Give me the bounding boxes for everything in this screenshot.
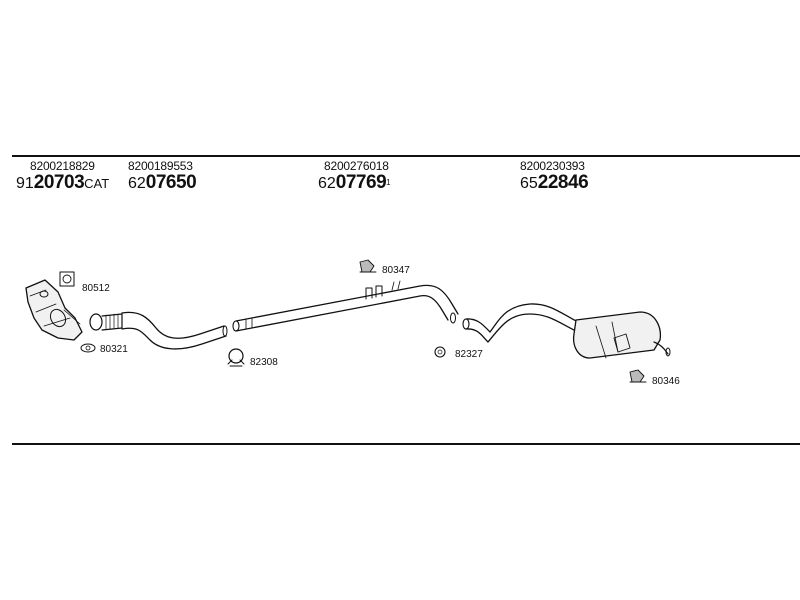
code-prefix: 62 (128, 175, 146, 192)
part-code: 6522846 (520, 172, 589, 194)
part-code: 6207650 (128, 172, 197, 194)
top-divider (12, 155, 800, 157)
part-label-80512: 80512 (82, 283, 110, 294)
seal-ring-icon (80, 343, 96, 353)
oem-number: 8200189553 (128, 159, 193, 173)
oem-number: 8200276018 (324, 159, 389, 173)
code-prefix: 91 (16, 175, 34, 192)
code-main: 07769 (335, 172, 387, 193)
part-label-80346: 80346 (652, 376, 680, 387)
part-label-82308: 82308 (250, 357, 278, 368)
oem-number: 8200230393 (520, 159, 585, 173)
code-suffix: CAT (84, 176, 110, 191)
part-label-80321: 80321 (100, 344, 128, 355)
code-prefix: 62 (318, 175, 336, 192)
hanger-icon (629, 369, 647, 383)
bottom-divider (12, 443, 800, 445)
part-column-1: 8200218829 9120703CAT (16, 159, 109, 194)
code-main: 22846 (537, 172, 589, 193)
catalytic-converter-icon (25, 279, 83, 341)
code-suffix: 1 (386, 178, 391, 187)
front-pipe-icon (89, 311, 228, 350)
part-label-80347: 80347 (382, 265, 410, 276)
code-prefix: 65 (520, 175, 538, 192)
code-main: 07650 (145, 172, 197, 193)
part-column-4: 8200230393 6522846 (520, 159, 589, 194)
pipe-clamp-icon (227, 348, 245, 367)
rubber-mount-icon (359, 259, 377, 273)
rear-muffler-icon (462, 303, 671, 359)
part-code: 62077691 (318, 173, 391, 194)
oem-number: 8200218829 (30, 159, 95, 173)
part-label-82327: 82327 (455, 349, 483, 360)
gasket-icon (59, 271, 75, 287)
code-main: 20703 (33, 172, 85, 193)
part-column-2: 8200189553 6207650 (128, 159, 197, 194)
part-column-3: 8200276018 62077691 (318, 159, 391, 194)
o-ring-icon (434, 346, 446, 358)
part-code: 9120703CAT (16, 173, 109, 194)
middle-pipe-icon (232, 280, 459, 332)
